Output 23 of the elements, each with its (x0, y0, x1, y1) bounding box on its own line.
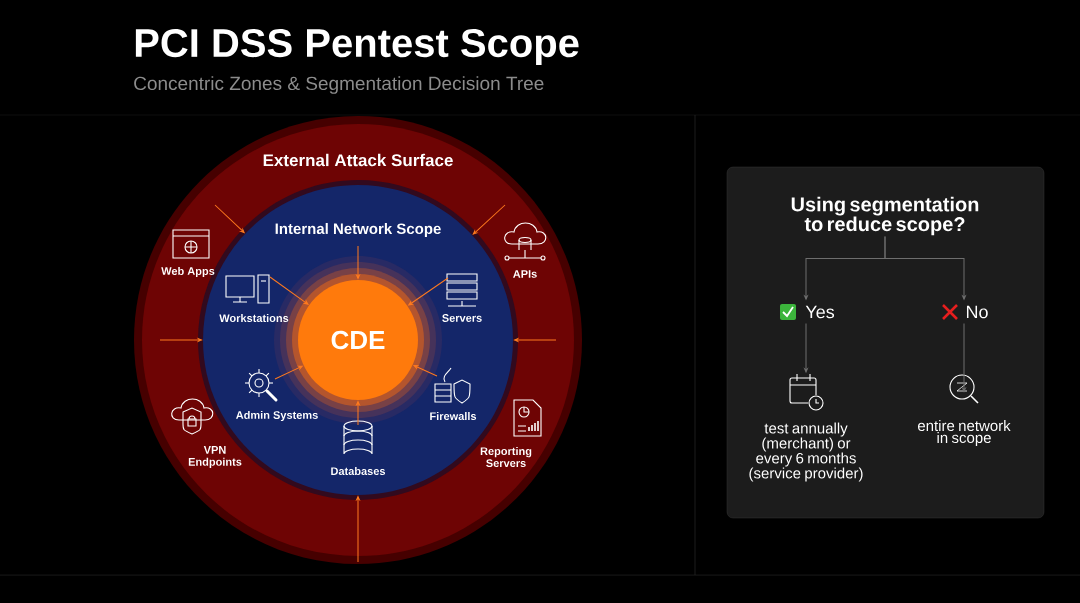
arrow (214, 204, 245, 234)
arrow (159, 338, 202, 342)
arrow (804, 323, 808, 373)
arrow (356, 245, 360, 279)
arrow (472, 204, 506, 235)
zone-label: Databases (331, 466, 386, 476)
outcome-text: test annually (merchant) or every 6 months (service provider) (749, 422, 863, 482)
outcome-text: entire network in scope (917, 420, 1011, 446)
arrow (884, 235, 966, 300)
answer-label: No (967, 305, 988, 319)
arrow (356, 401, 360, 426)
question-text: Using segmentation to reduce scope? (791, 196, 979, 236)
arrow (356, 496, 360, 563)
arrow (514, 338, 557, 342)
zone-label: Servers (442, 314, 482, 322)
arrow (408, 277, 449, 306)
arrow (274, 365, 303, 380)
title: PCI DSS Pentest Scope (135, 28, 579, 66)
answer-label: Yes (805, 305, 835, 319)
arrow (413, 365, 438, 377)
arrow (269, 276, 309, 305)
subtitle: Concentric Zones & Segmentation Decision Tree (134, 76, 544, 94)
arrow (962, 323, 966, 392)
